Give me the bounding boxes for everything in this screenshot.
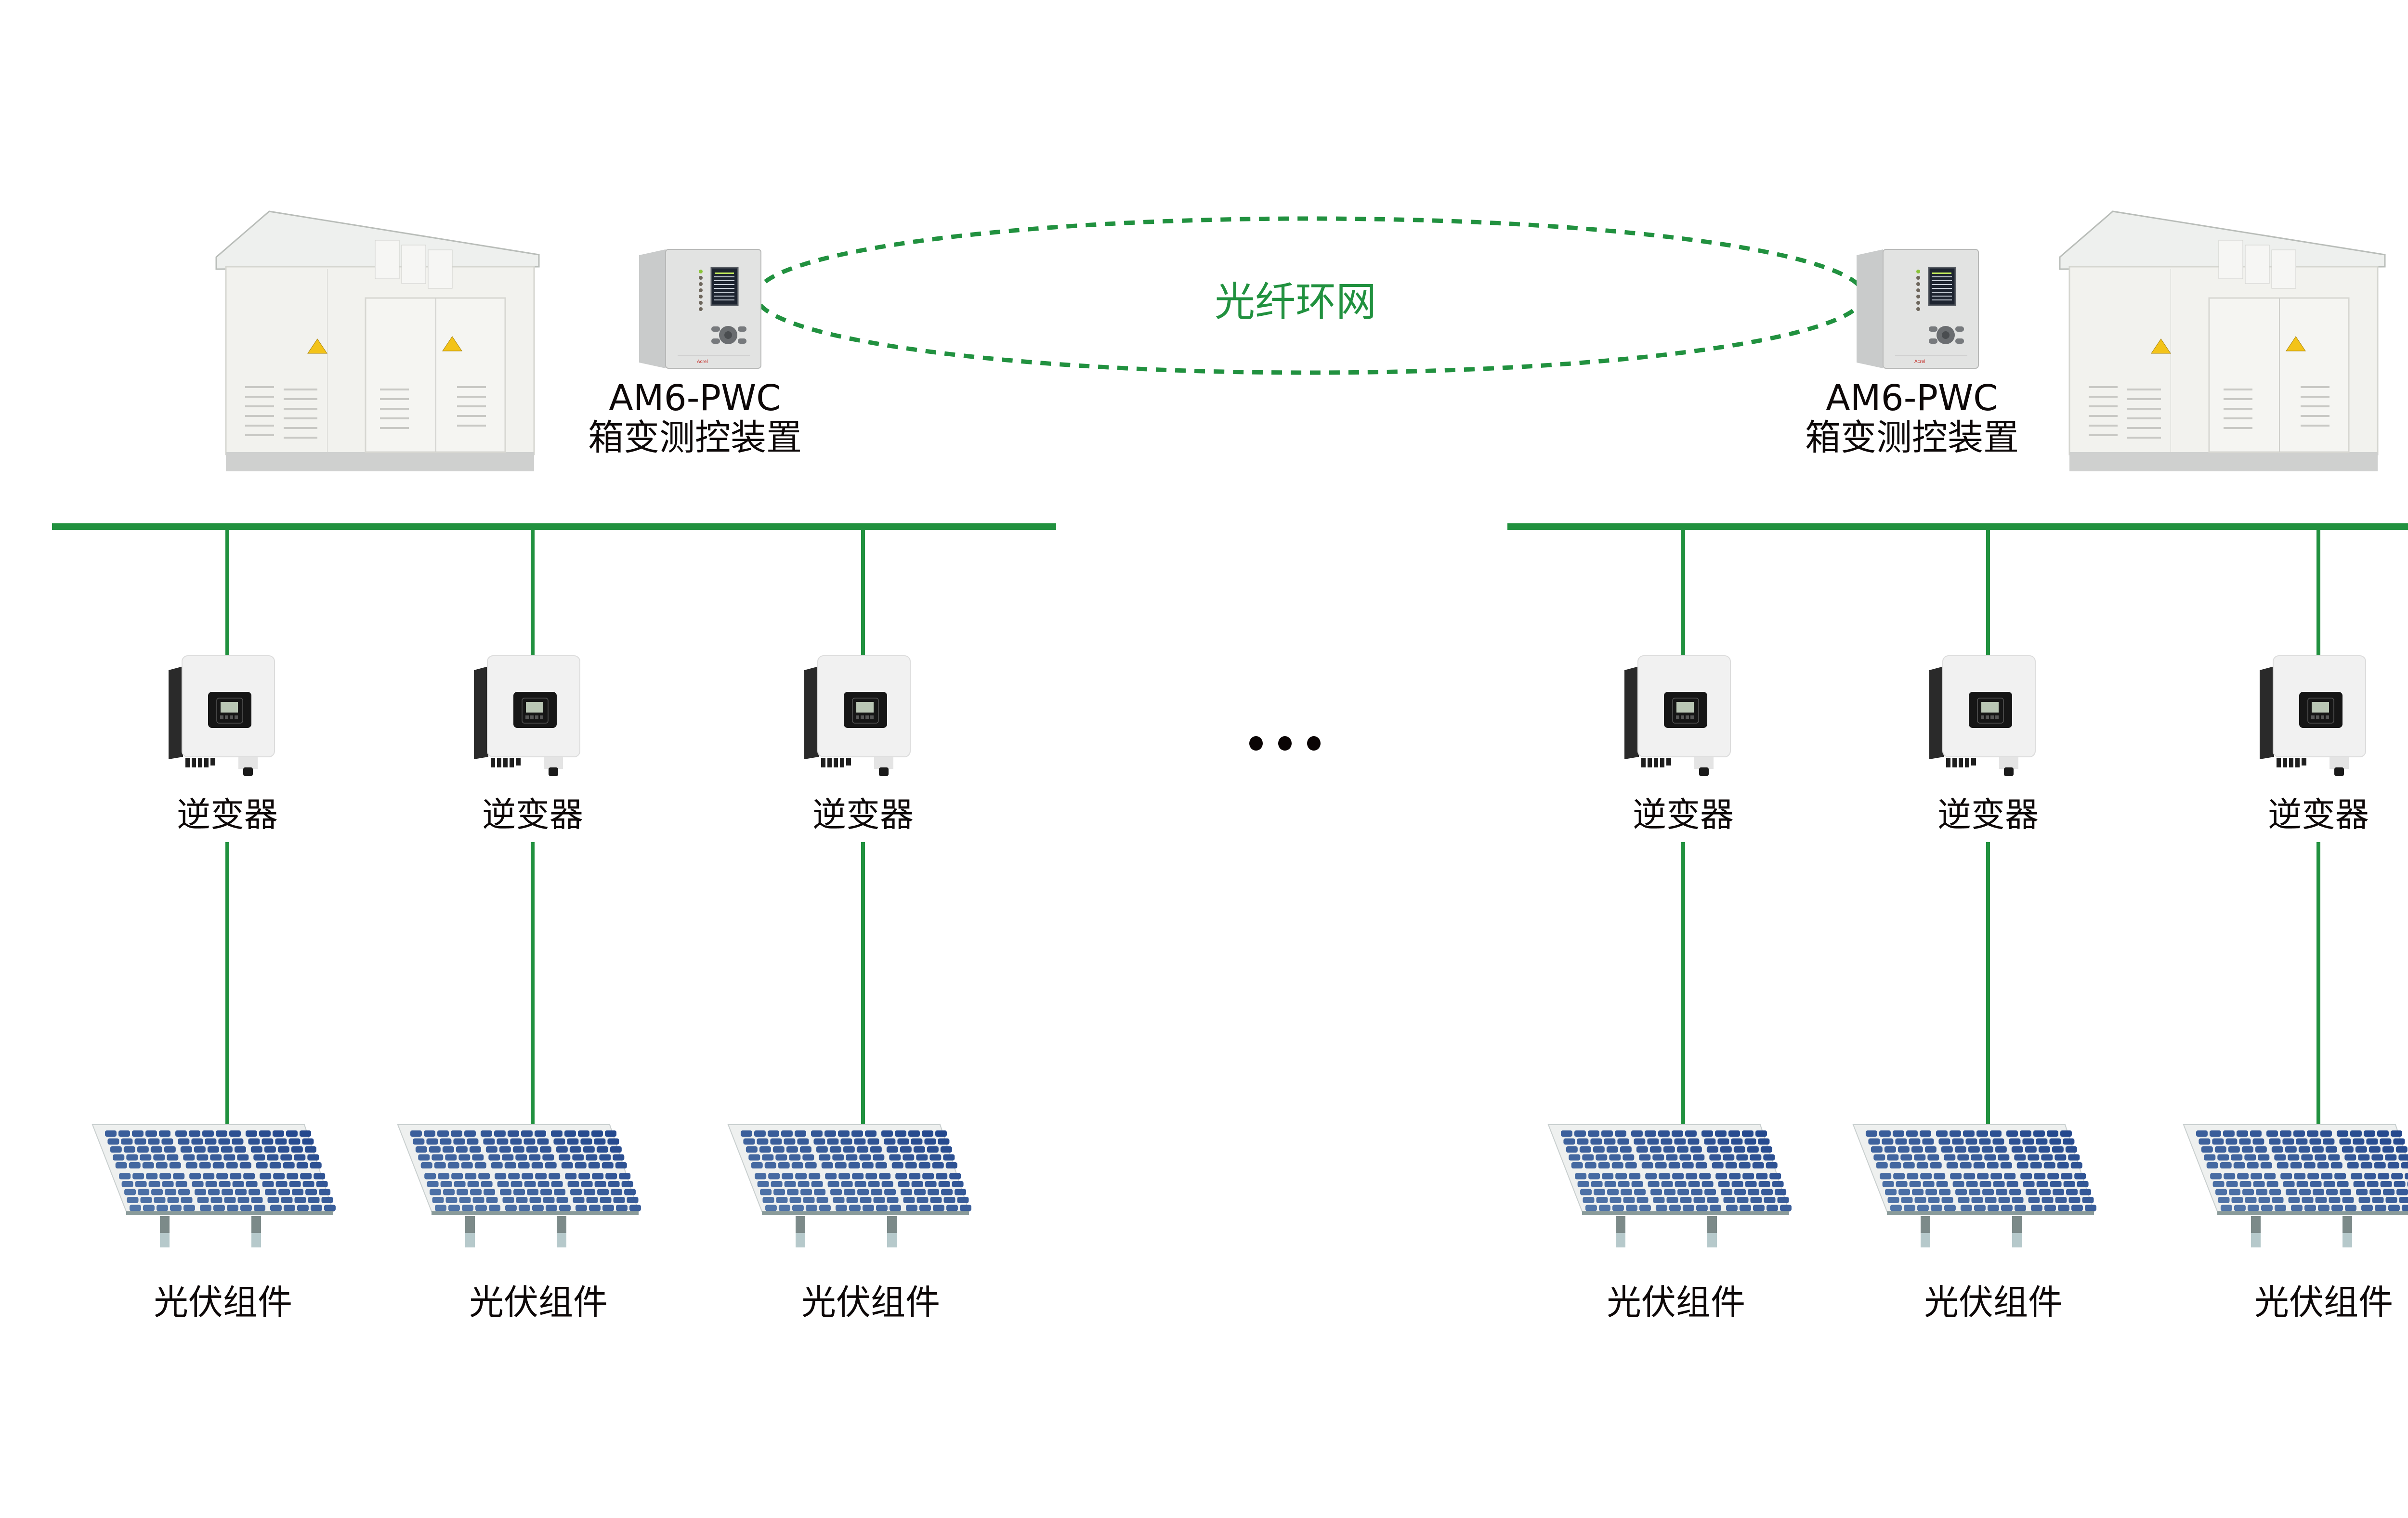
inverter-label: 逆变器 [1937, 795, 2039, 834]
inverter-to-pv-line [2316, 842, 2320, 1126]
monitoring-device-icon: Acrel [639, 249, 761, 369]
device-name-label: 箱变测控装置 [588, 417, 802, 458]
bus-to-inverter-line [2316, 530, 2320, 657]
inverter-icon [169, 655, 275, 778]
pv-module-label: 光伏组件 [1924, 1282, 2063, 1323]
ellipsis-dot [1249, 736, 1263, 751]
svg-text:Acrel: Acrel [1914, 359, 1925, 364]
pv-module-label: 光伏组件 [801, 1282, 940, 1323]
pv-module-label: 光伏组件 [1606, 1282, 1745, 1323]
inverter-label: 逆变器 [812, 795, 914, 834]
bus-to-inverter-line [1986, 530, 1990, 657]
inverter-icon [804, 655, 911, 778]
inverter-icon [1624, 655, 1731, 778]
svg-text:Acrel: Acrel [697, 359, 708, 364]
bus-to-inverter-line [225, 530, 229, 657]
inverter-to-pv-line [1986, 842, 1990, 1126]
pv-module-label: 光伏组件 [153, 1282, 292, 1323]
ac-bus-left [52, 523, 1056, 530]
inverter-label: 逆变器 [1633, 795, 1734, 834]
inverter-icon [2260, 655, 2366, 778]
bus-to-inverter-line [531, 530, 535, 657]
pv-module-icon [1547, 1124, 1792, 1250]
inverter-to-pv-line [1681, 842, 1685, 1126]
inverter-to-pv-line [861, 842, 865, 1126]
pv-module-icon [92, 1124, 336, 1250]
box-transformer-icon [2059, 210, 2386, 471]
inverter-label: 逆变器 [482, 795, 583, 834]
ellipsis-dot [1307, 736, 1321, 751]
device-model-label: AM6-PWC [609, 377, 781, 419]
pv-module-label: 光伏组件 [2254, 1282, 2393, 1323]
inverter-label: 逆变器 [177, 795, 278, 834]
inverter-to-pv-line [225, 842, 229, 1126]
bus-to-inverter-line [861, 530, 865, 657]
bus-to-inverter-line [1681, 530, 1685, 657]
device-name-label: 箱变测控装置 [1805, 417, 2019, 458]
device-model-label: AM6-PWC [1826, 377, 1998, 419]
inverter-icon [1929, 655, 2036, 778]
monitoring-device-icon: Acrel [1857, 249, 1979, 369]
pv-module-icon [2183, 1124, 2408, 1250]
inverter-label: 逆变器 [2268, 795, 2369, 834]
inverter-to-pv-line [531, 842, 535, 1126]
pv-module-icon [727, 1124, 971, 1250]
ellipsis-dot [1278, 736, 1292, 751]
pv-module-icon [1852, 1124, 2096, 1250]
pv-module-label: 光伏组件 [469, 1282, 608, 1323]
ac-bus-right [1507, 523, 2408, 530]
inverter-icon [474, 655, 580, 778]
box-transformer-icon [215, 210, 540, 471]
pv-module-icon [397, 1124, 641, 1250]
fiber-ring-label: 光纤环网 [1214, 278, 1376, 325]
